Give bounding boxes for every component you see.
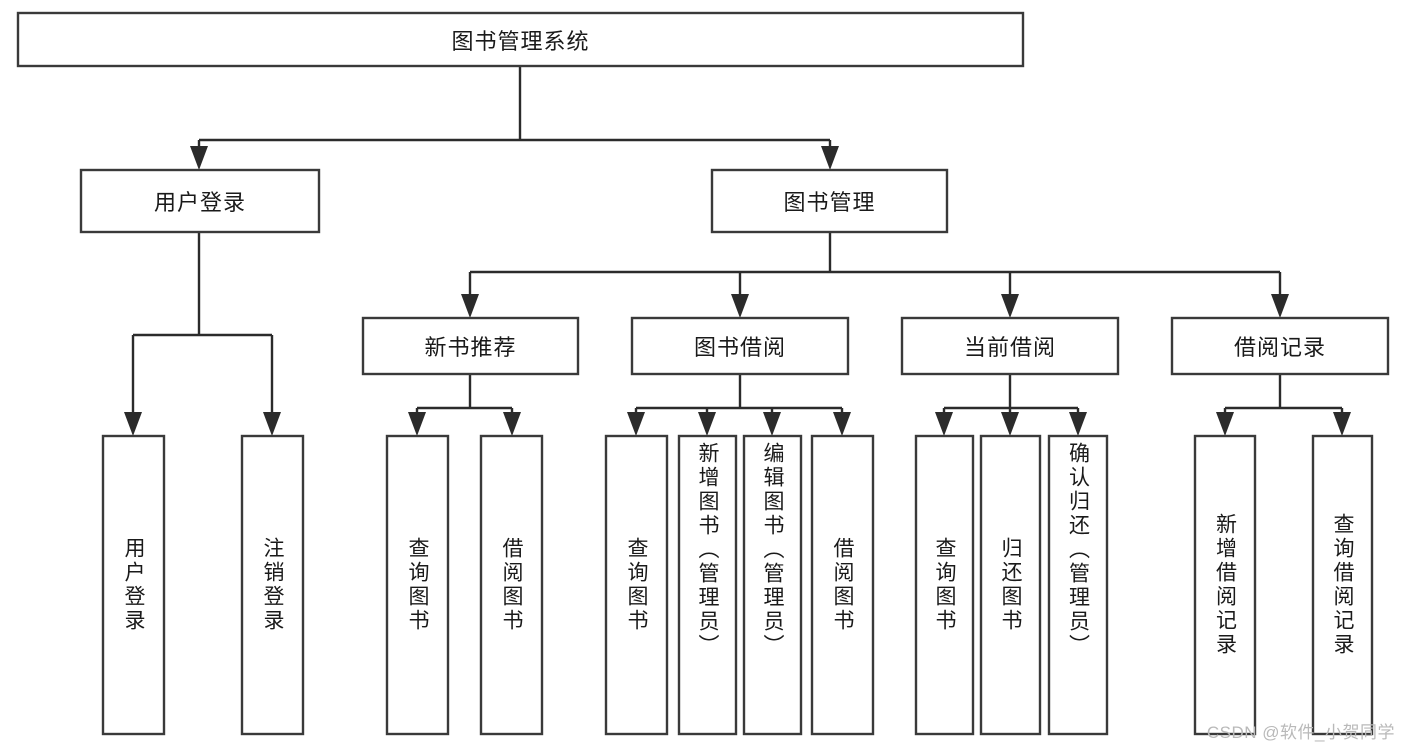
- arrow-head-leaf-edit-book: [763, 412, 781, 436]
- node-current-borrow[interactable]: [900, 316, 1120, 376]
- node-leaf-borrow-book-2[interactable]: [810, 434, 875, 736]
- arrow-head-user-login: [190, 146, 208, 170]
- node-user-login[interactable]: [79, 168, 321, 234]
- node-leaf-query-book-3[interactable]: [914, 434, 975, 736]
- arrow-head-book-manage: [821, 146, 839, 170]
- arrow-head-leaf-user-login: [124, 412, 142, 436]
- node-new-book-rec[interactable]: [361, 316, 580, 376]
- node-book-manage[interactable]: [710, 168, 949, 234]
- arrow-head-leaf-borrow-book-2: [833, 412, 851, 436]
- arrow-head-leaf-query-record: [1333, 412, 1351, 436]
- arrow-head-leaf-return-book: [1001, 412, 1019, 436]
- arrow-head-new-book-rec: [461, 294, 479, 318]
- node-leaf-confirm-return[interactable]: [1047, 434, 1109, 736]
- node-leaf-add-book[interactable]: [677, 434, 738, 736]
- arrow-head-leaf-confirm-return: [1069, 412, 1087, 436]
- node-leaf-user-login[interactable]: [101, 434, 166, 736]
- arrow-head-leaf-borrow-book-1: [503, 412, 521, 436]
- node-leaf-borrow-book-1[interactable]: [479, 434, 544, 736]
- arrow-head-book-borrow: [731, 294, 749, 318]
- watermark-text: CSDN @软件_小贺同学: [1206, 723, 1395, 742]
- arrow-head-leaf-add-record: [1216, 412, 1234, 436]
- arrow-head-leaf-query-book-1: [408, 412, 426, 436]
- arrow-head-leaf-add-book: [698, 412, 716, 436]
- node-leaf-query-book-2[interactable]: [604, 434, 669, 736]
- node-leaf-query-record[interactable]: [1311, 434, 1374, 736]
- node-leaf-edit-book[interactable]: [742, 434, 803, 736]
- arrow-head-leaf-query-book-2: [627, 412, 645, 436]
- node-borrow-record[interactable]: [1170, 316, 1390, 376]
- node-root[interactable]: [16, 11, 1025, 68]
- arrow-head-leaf-query-book-3: [935, 412, 953, 436]
- connectors-layer: [124, 66, 1351, 436]
- arrow-head-borrow-record: [1271, 294, 1289, 318]
- node-leaf-query-book-1[interactable]: [385, 434, 450, 736]
- node-leaf-user-logout[interactable]: [240, 434, 305, 736]
- arrow-head-current-borrow: [1001, 294, 1019, 318]
- nodes-layer: [16, 11, 1390, 736]
- arrow-head-leaf-user-logout: [263, 412, 281, 436]
- node-book-borrow[interactable]: [630, 316, 850, 376]
- node-leaf-return-book[interactable]: [979, 434, 1042, 736]
- node-leaf-add-record[interactable]: [1193, 434, 1257, 736]
